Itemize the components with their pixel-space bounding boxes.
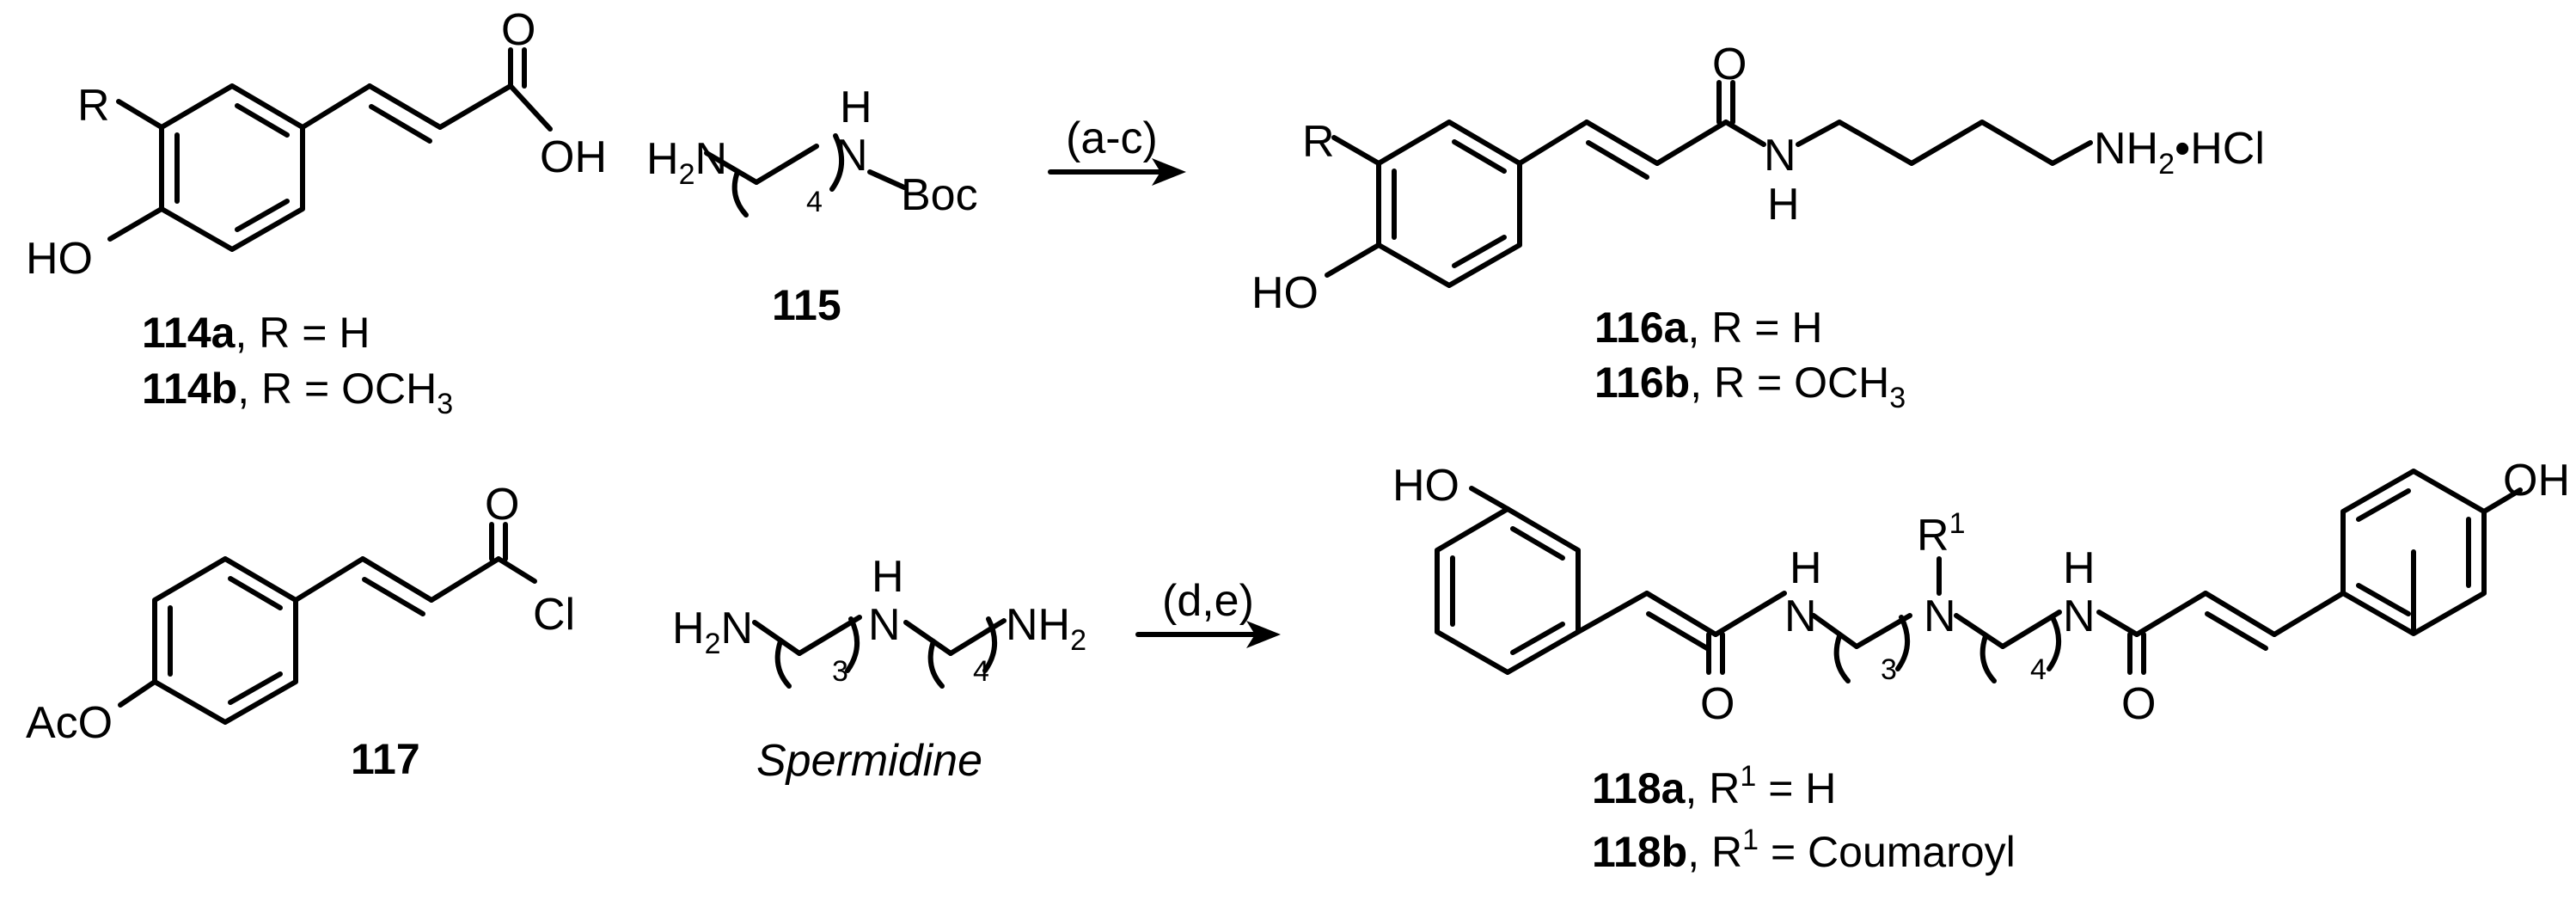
atom-nh2: NH2	[1006, 600, 1086, 657]
compound-115-bonds	[704, 133, 907, 218]
atom-n: N	[835, 131, 868, 181]
atom-ho: HO	[1392, 461, 1459, 511]
repeat-index-3: 3	[1881, 653, 1897, 686]
atom-n-left: N	[1784, 591, 1817, 641]
compound-116b-label: 116b	[1594, 359, 1690, 407]
spermidine-bonds	[752, 615, 1007, 689]
atom-h-left: H	[1790, 543, 1822, 593]
atom-r: R	[1302, 117, 1335, 167]
atom-h: H	[840, 83, 872, 132]
arrowhead-bottom	[1246, 621, 1281, 648]
compound-118a-caption: 118a, R1 = H	[1592, 760, 1836, 812]
atom-h2n: H2N	[646, 134, 727, 191]
atom-n-right: N	[2063, 591, 2096, 641]
repeat-index-4: 4	[973, 655, 989, 688]
atom-nh2-hcl: NH2•HCl	[2094, 124, 2265, 181]
atom-oh: OH	[2503, 456, 2570, 506]
atom-ho: HO	[26, 234, 93, 284]
atom-n: N	[1764, 131, 1796, 181]
compound-116b-substituent: , R = OCH	[1690, 359, 1889, 407]
atom-ho: HO	[1251, 268, 1319, 318]
atom-n: N	[868, 600, 901, 650]
compound-114-bonds	[107, 47, 553, 252]
compound-114: R HO O OH 114a, R = H 114b, R = OCH3	[26, 5, 607, 420]
compound-118a-label: 118a	[1592, 764, 1686, 812]
compound-114b-caption: 114b, R = OCH3	[142, 365, 453, 420]
atom-r: R	[77, 81, 110, 131]
compound-114b-subscript: 3	[437, 388, 453, 420]
conditions-a-c: (a-c)	[1066, 113, 1158, 163]
atom-n-center: N	[1924, 591, 1956, 641]
compound-115-label: 115	[772, 281, 841, 329]
compound-116a-caption: 116a, R = H	[1594, 303, 1822, 352]
compound-114a-label: 114a	[142, 309, 236, 357]
atom-o: O	[1712, 40, 1747, 89]
atom-h2n: H2N	[672, 604, 753, 660]
atom-aco: AcO	[26, 698, 113, 748]
reaction-arrow-top: (a-c)	[1048, 113, 1186, 186]
compound-116b-subscript: 3	[1889, 382, 1906, 414]
atom-o: O	[485, 480, 519, 530]
compound-116a-substituent: , R = H	[1687, 303, 1822, 352]
reaction-arrow-bottom: (d,e)	[1135, 576, 1281, 648]
compound-117-label: 117	[351, 735, 420, 783]
atom-oh: OH	[540, 132, 607, 182]
atom-r1: R1	[1917, 507, 1965, 561]
compound-spermidine: H2N 3 N H 4 NH2 Spermidine	[672, 552, 1086, 786]
compound-118b-caption: 118b, R1 = Coumaroyl	[1592, 824, 2016, 876]
compound-118b-label: 118b	[1592, 828, 1687, 876]
compound-116-bonds	[1325, 80, 2093, 288]
repeat-index-4: 4	[806, 186, 823, 218]
arrowhead-top	[1152, 158, 1186, 186]
compound-117-bonds	[118, 522, 537, 725]
compound-spermidine-label: Spermidine	[756, 736, 982, 786]
compound-118-bonds	[1435, 469, 2523, 683]
compound-114b-substituent: , R = OCH	[237, 365, 437, 413]
atom-o-right: O	[2121, 679, 2156, 729]
atom-o: O	[501, 5, 535, 55]
repeat-index-3: 3	[832, 655, 848, 688]
compound-114a-substituent: , R = H	[235, 309, 370, 357]
compound-118: HO O H N 3 R1 N 4 H N O OH 118a, R1 = H …	[1392, 456, 2570, 876]
compound-116a-label: 116a	[1594, 303, 1689, 352]
atom-h: H	[872, 552, 904, 602]
atom-boc: Boc	[901, 170, 978, 220]
atom-h-right: H	[2063, 543, 2096, 593]
compound-114b-label: 114b	[142, 365, 237, 413]
compound-115: H2N 4 N H Boc 115	[646, 83, 978, 329]
compound-116: R HO O N H NH2•HCl 116a, R = H 116b, R =…	[1251, 40, 2265, 414]
compound-116b-caption: 116b, R = OCH3	[1594, 359, 1906, 414]
compound-114a-caption: 114a, R = H	[142, 309, 370, 357]
atom-o-left: O	[1700, 679, 1735, 729]
atom-h: H	[1767, 180, 1800, 230]
conditions-d-e: (d,e)	[1162, 576, 1254, 626]
compound-117: AcO O Cl 117	[26, 480, 575, 783]
atom-cl: Cl	[533, 590, 575, 640]
repeat-index-4: 4	[2030, 653, 2047, 686]
